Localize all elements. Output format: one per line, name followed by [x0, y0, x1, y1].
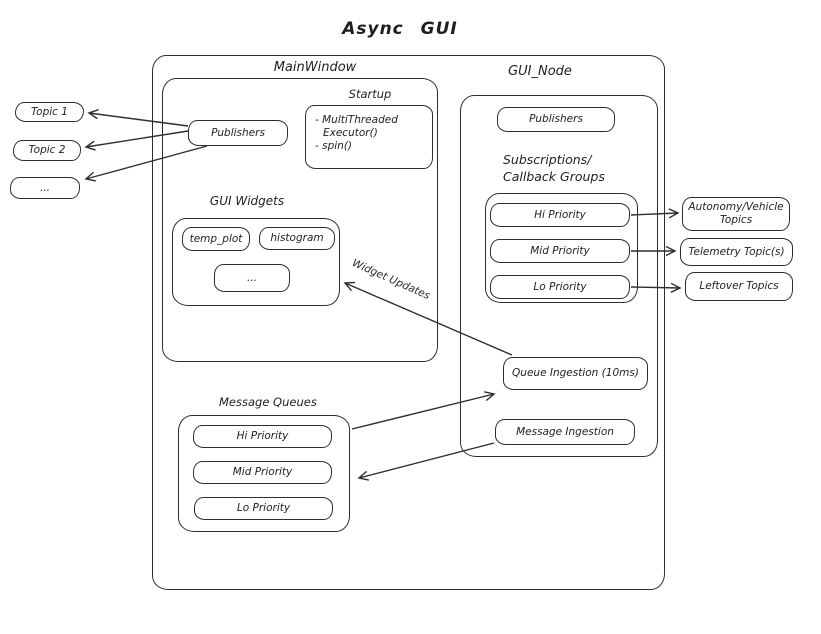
node-autonomy-vehicle-topics-label: Autonomy/Vehicle Topics: [688, 201, 784, 226]
startup-line-1: - MultiThreaded: [315, 114, 398, 126]
main-window-inner-frame: [162, 78, 438, 362]
node-autonomy-vehicle-topics: Autonomy/Vehicle Topics: [682, 197, 790, 231]
diagram-title: Async GUI: [342, 19, 458, 39]
message-queue-mid-priority: Mid Priority: [193, 461, 332, 484]
node-topic-2-label: Topic 2: [28, 144, 66, 157]
startup-line-3: - spin(): [315, 140, 353, 152]
widget-more-label: ...: [246, 271, 257, 284]
node-telemetry-topics-label: Telemetry Topic(s): [688, 245, 785, 258]
widget-histogram: histogram: [259, 227, 335, 250]
node-topic-more: ...: [10, 177, 80, 199]
gui-node-frame: [460, 95, 658, 457]
subscriptions-callback-groups-label: Subscriptions/ Callback Groups: [503, 151, 605, 185]
node-topic-more-label: ...: [39, 181, 50, 194]
message-queues-label: Message Queues: [219, 395, 317, 409]
callback-groups-group: [485, 193, 638, 303]
gui-widgets-label: GUI Widgets: [209, 194, 285, 208]
message-ingestion-box: Message Ingestion: [495, 419, 635, 445]
widget-temp-plot: temp_plot: [182, 227, 250, 251]
callback-group-lo-priority-label: Lo Priority: [533, 280, 587, 293]
gui-node-publishers-label: Publishers: [529, 113, 583, 126]
callback-group-lo-priority: Lo Priority: [490, 275, 630, 299]
widget-histogram-label: histogram: [270, 232, 324, 245]
startup-box: - MultiThreaded Executor() - spin(): [305, 105, 433, 169]
message-queues-group: [178, 415, 350, 532]
widget-temp-plot-label: temp_plot: [189, 232, 243, 245]
message-queue-hi-priority: Hi Priority: [193, 425, 332, 448]
node-topic-1-label: Topic 1: [31, 105, 68, 118]
message-queue-mid-priority-label: Mid Priority: [232, 466, 293, 479]
gui-node-publishers: Publishers: [497, 107, 615, 132]
callback-group-hi-priority: Hi Priority: [490, 203, 630, 227]
callback-group-hi-priority-label: Hi Priority: [534, 208, 586, 221]
message-queue-hi-priority-label: Hi Priority: [236, 430, 289, 443]
main-window-label: MainWindow: [273, 60, 357, 75]
node-leftover-topics-label: Leftover Topics: [699, 280, 779, 293]
message-ingestion-label: Message Ingestion: [516, 425, 614, 438]
startup-label: Startup: [348, 87, 392, 101]
subscriptions-label-line-2: Callback Groups: [503, 169, 605, 184]
startup-code: - MultiThreaded Executor() - spin(): [306, 106, 398, 153]
main-window-frame: [152, 55, 665, 590]
gui-node-label: GUI_Node: [508, 64, 572, 79]
startup-line-2: Executor(): [323, 127, 378, 139]
message-queue-lo-priority-label: Lo Priority: [236, 502, 291, 515]
main-window-publishers: Publishers: [188, 120, 288, 146]
node-topic-2: Topic 2: [13, 140, 81, 161]
node-telemetry-topics: Telemetry Topic(s): [680, 238, 793, 266]
main-window-publishers-label: Publishers: [211, 126, 265, 139]
queue-ingestion-box: Queue Ingestion (10ms): [503, 357, 648, 390]
subscriptions-label-line-1: Subscriptions/: [503, 152, 592, 167]
message-queue-lo-priority: Lo Priority: [194, 497, 333, 520]
node-leftover-topics: Leftover Topics: [685, 272, 793, 301]
node-topic-1: Topic 1: [15, 102, 84, 122]
widget-more: ...: [214, 264, 290, 292]
queue-ingestion-label: Queue Ingestion (10ms): [512, 367, 639, 380]
callback-group-mid-priority: Mid Priority: [490, 239, 630, 263]
callback-group-mid-priority-label: Mid Priority: [530, 244, 590, 257]
gui-widgets-group: [172, 218, 340, 306]
